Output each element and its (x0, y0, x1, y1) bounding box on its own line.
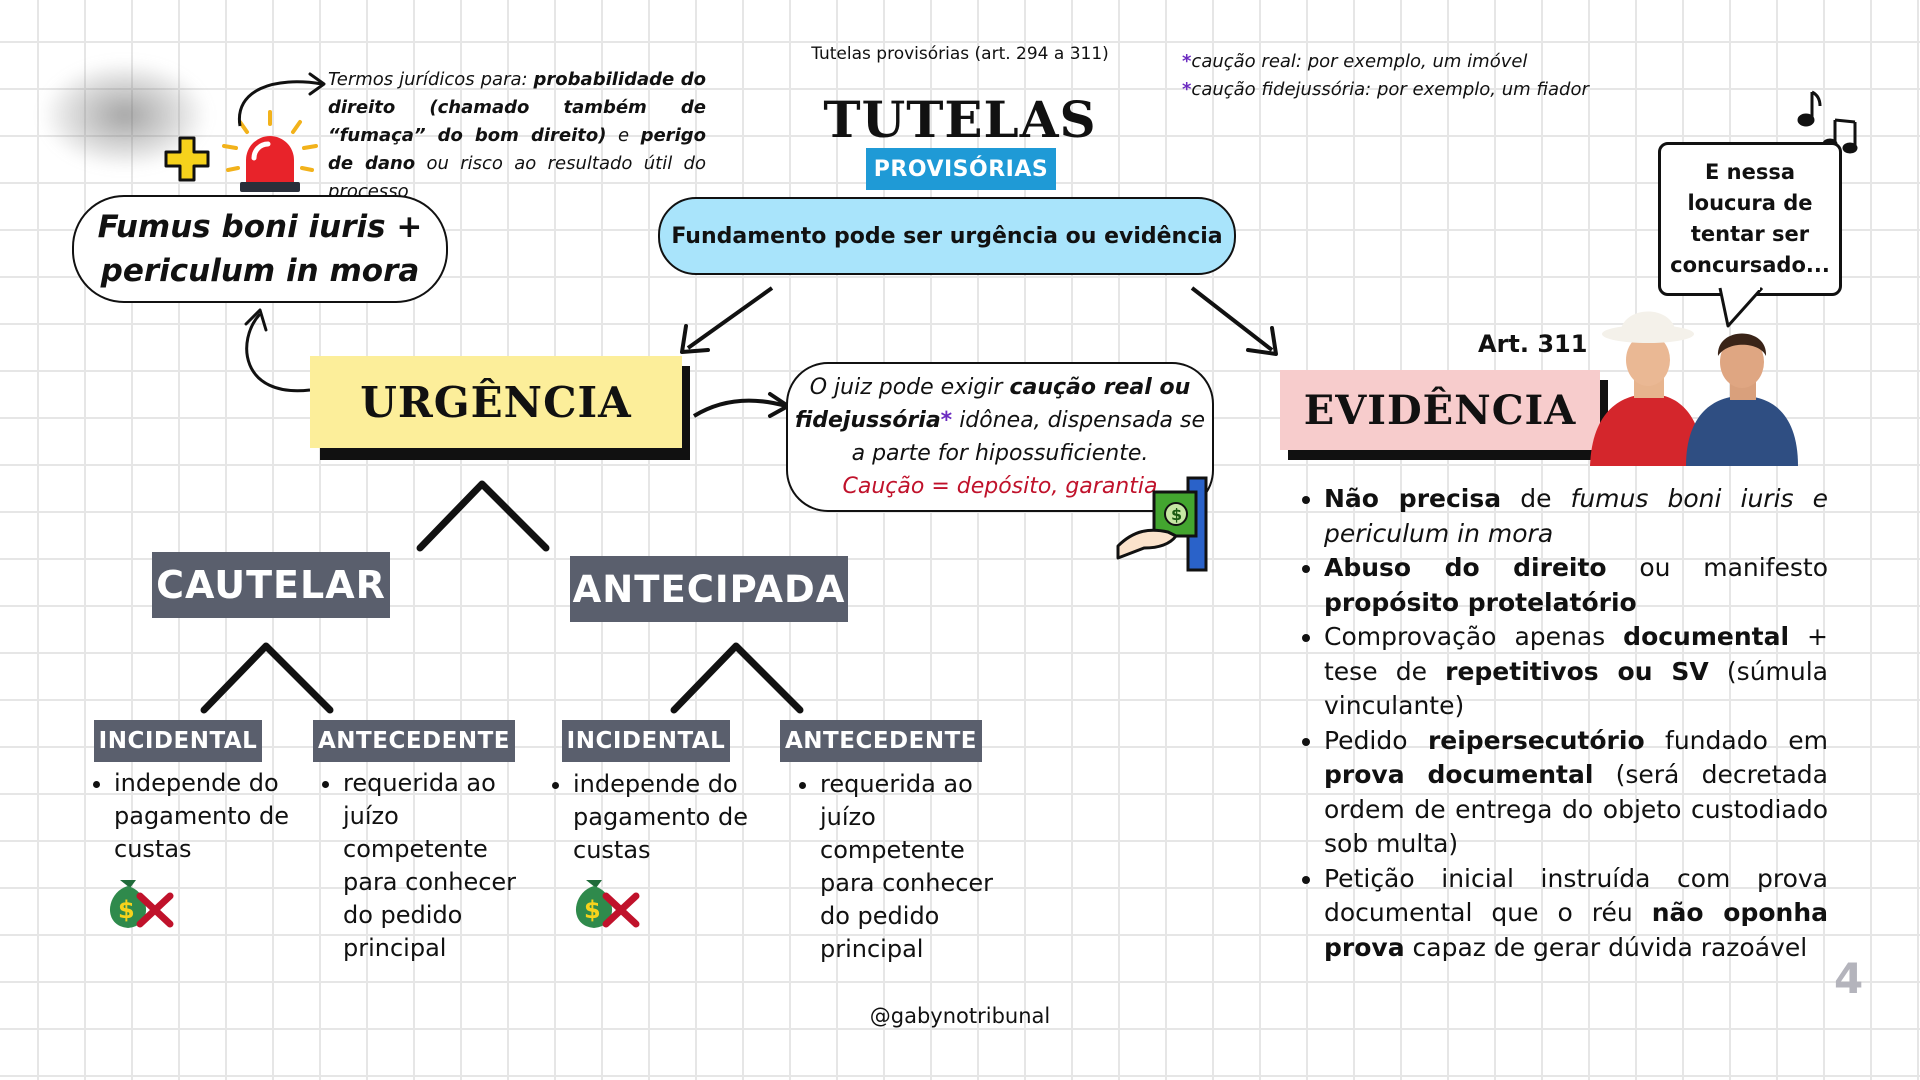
cautelar-label: CAUTELAR (152, 552, 390, 618)
evidencia-list: Não precisa de fumus boni iuris e pericu… (1296, 482, 1828, 965)
evidencia-box: EVIDÊNCIA (1280, 370, 1600, 450)
cautelar-branch-lines (200, 640, 334, 714)
arrow-to-caucao (690, 390, 794, 430)
singers-photo (1582, 290, 1800, 466)
fumus-periculum-box: Fumus boni iuris + periculum in mora (72, 195, 448, 303)
cautelar-antecedente-list: requerida ao juízo competente para conhe… (319, 767, 543, 965)
evidencia-item: Pedido reipersecutório fundado em prova … (1324, 724, 1828, 862)
antecipada-incidental-list: independe do pagamento de custas (549, 768, 773, 867)
page-title: TUTELAS (820, 90, 1100, 149)
evi4-t1: capaz de gerar dúvida razoável (1405, 933, 1808, 962)
list-item: requerida ao juízo competente para conhe… (343, 767, 543, 965)
cautelar-antecedente-label: ANTECEDENTE (313, 720, 515, 762)
caucao-real-text: caução real: por exemplo, um imóvel (1191, 51, 1527, 72)
caucao-fidejussoria-text: caução fidejussória: por exemplo, um fia… (1191, 79, 1588, 100)
antecipada-antecedente-label: ANTECEDENTE (780, 720, 982, 762)
evi2-b1: documental (1623, 622, 1789, 651)
urgencia-branch-lines (416, 478, 550, 552)
fundamento-box: Fundamento pode ser urgência ou evidênci… (658, 197, 1236, 275)
no-money-bag-icon: $ (100, 866, 176, 932)
evidencia-item: Não precisa de fumus boni iuris e pericu… (1324, 482, 1828, 551)
evi3-t1: fundado em (1645, 726, 1828, 755)
evi1-b1: Abuso do direito (1324, 553, 1607, 582)
arrow-to-urgencia (670, 282, 790, 362)
caucao-main-text: O juiz pode exigir caução real ou fideju… (788, 371, 1212, 470)
plus-icon (164, 136, 210, 182)
evidencia-item: Comprovação apenas documental + tese de … (1324, 620, 1828, 724)
termos-e: e (618, 125, 629, 146)
caucao-definition: Caução = depósito, garantia (843, 470, 1158, 503)
evi1-b2: propósito protelatório (1324, 588, 1637, 617)
top-title: Tutelas provisórias (art. 294 a 311) (780, 44, 1140, 64)
caucao-notes: *caução real: por exemplo, um imóvel *ca… (1182, 48, 1589, 104)
evi3-b2: prova documental (1324, 760, 1593, 789)
evi0-t1: de (1501, 484, 1570, 513)
list-item: independe do pagamento de custas (114, 767, 314, 866)
author-handle: @gabynotribunal (860, 1004, 1060, 1028)
fumus-line1: Fumus boni iuris + (98, 205, 423, 249)
evi2-t0: Comprovação apenas (1324, 622, 1623, 651)
caucao-real-note: *caução real: por exemplo, um imóvel (1182, 48, 1589, 76)
evi1-t1: ou manifesto (1607, 553, 1828, 582)
termos-lead: Termos jurídicos para: (328, 69, 528, 90)
caucao-fidejussoria-note: *caução fidejussória: por exemplo, um fi… (1182, 76, 1589, 104)
evidencia-item: Petição inicial instruída com prova docu… (1324, 862, 1828, 966)
evi3-t0: Pedido (1324, 726, 1428, 755)
antecipada-antecedente-list: requerida ao juízo competente para conhe… (796, 768, 1020, 966)
speech-bubble: E nessa loucura de tentar ser concursado… (1658, 142, 1842, 296)
svg-text:$: $ (584, 896, 601, 924)
urgencia-box: URGÊNCIA (310, 356, 682, 448)
arrow-to-evidencia (1186, 282, 1286, 362)
art-311-label: Art. 311 (1478, 330, 1587, 358)
evidencia-item: Abuso do direito ou manifesto propósito … (1324, 551, 1828, 620)
svg-text:$: $ (1171, 505, 1182, 524)
no-money-bag-icon: $ (566, 866, 642, 932)
urgencia-to-fumus-arrow (230, 300, 320, 400)
evi0-b1: Não precisa (1324, 484, 1501, 513)
cautelar-incidental-label: INCIDENTAL (94, 720, 262, 762)
antecipada-branch-lines (670, 640, 804, 714)
list-item: independe do pagamento de custas (573, 768, 773, 867)
evi2-b2: repetitivos ou SV (1445, 657, 1709, 686)
star-mark: * (1182, 79, 1191, 100)
fumus-line2: periculum in mora (98, 249, 423, 293)
list-item: requerida ao juízo competente para conhe… (820, 768, 1020, 966)
star-mark: * (1182, 51, 1191, 72)
curved-arrow-icon (234, 70, 334, 130)
caucao-t1: O juiz pode exigir (810, 375, 1003, 400)
antecipada-label: ANTECIPADA (570, 556, 848, 622)
evi3-b1: reipersecutório (1428, 726, 1645, 755)
provisorias-badge: PROVISÓRIAS (866, 148, 1056, 190)
termos-juridicos-note: Termos jurídicos para: probabilidade do … (328, 66, 706, 206)
star-mark: * (941, 408, 953, 433)
cautelar-incidental-list: independe do pagamento de custas (90, 767, 314, 866)
money-card-icon: $ (1114, 476, 1214, 572)
page-number: 4 (1834, 954, 1863, 1003)
antecipada-incidental-label: INCIDENTAL (562, 720, 730, 762)
svg-text:$: $ (118, 896, 135, 924)
